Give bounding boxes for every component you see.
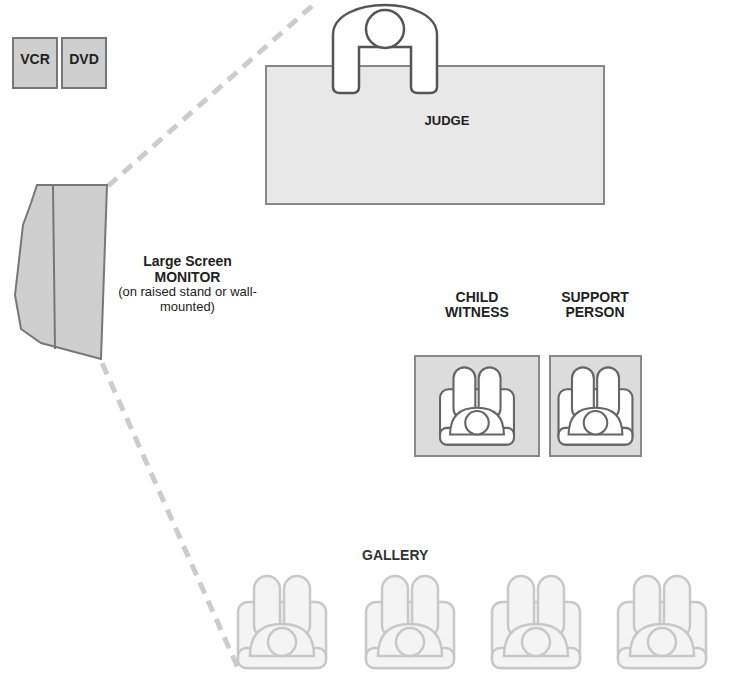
dvd-box: DVD [61, 37, 107, 89]
shape [549, 355, 642, 457]
sight-line [94, 345, 238, 668]
vcr-box: VCR [12, 37, 58, 89]
role-label: JUDGE [265, 113, 605, 128]
monitor-caption: Large Screen MONITOR(on raised stand or … [115, 253, 260, 315]
role-label: SUPPORT PERSON [549, 290, 641, 321]
gallery-chairs [238, 576, 706, 668]
shape [265, 65, 605, 205]
judge-desk: JUDGE [265, 65, 605, 205]
monitor-note: (on raised stand or wall-mounted) [115, 285, 260, 315]
device-label: DVD [63, 51, 105, 67]
device-label: VCR [14, 51, 56, 67]
support-chair: SUPPORT PERSON [548, 290, 642, 457]
area-label: GALLERY [362, 547, 428, 563]
monitor-title: Large Screen MONITOR [128, 253, 248, 285]
shape [15, 183, 110, 363]
role-label: CHILD WITNESS [431, 290, 523, 321]
witness-chair: CHILD WITNESS [413, 290, 541, 457]
monitor: Large Screen MONITOR(on raised stand or … [15, 183, 315, 363]
shape [414, 355, 540, 457]
